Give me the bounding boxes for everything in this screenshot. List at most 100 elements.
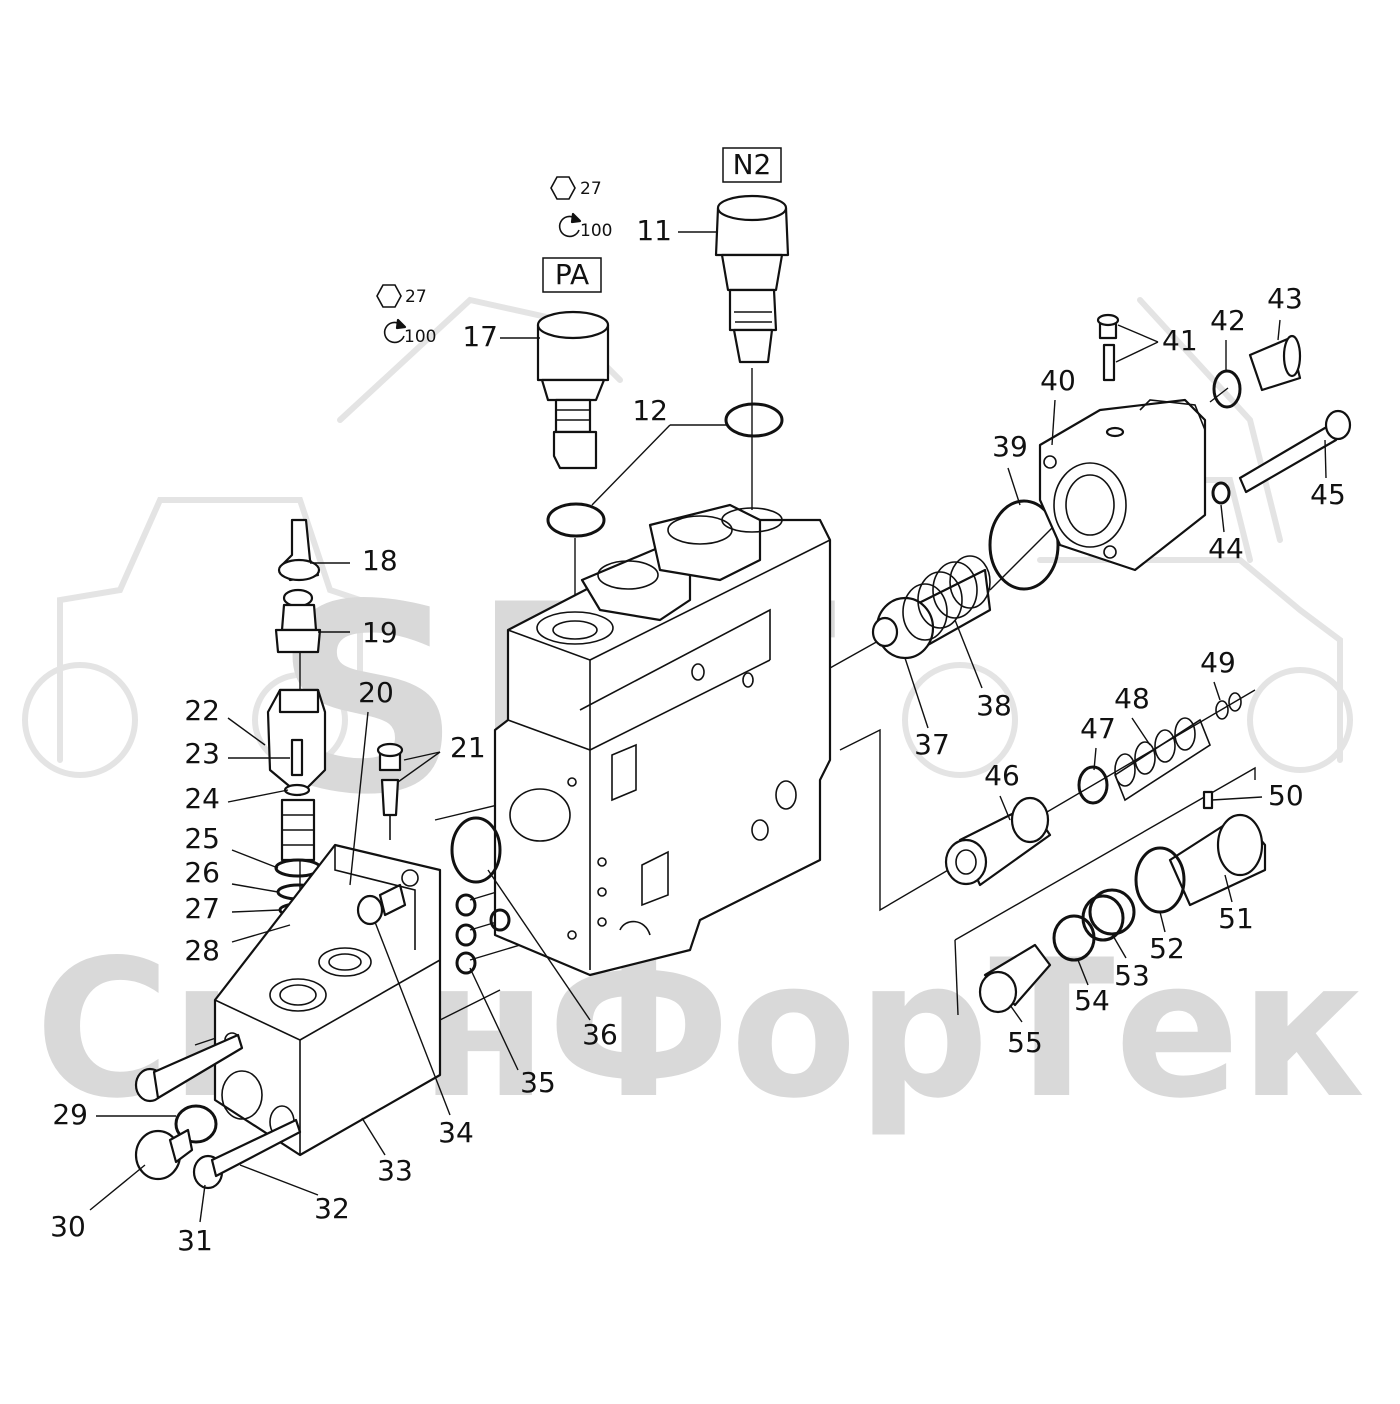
callout-leader-line — [1093, 747, 1097, 771]
callout-leader-line — [231, 883, 279, 893]
callout-leader-line — [1159, 911, 1166, 933]
callout-label: 40 — [1040, 364, 1076, 397]
callout-leader-line — [591, 424, 671, 506]
callout-label: 24 — [184, 782, 220, 815]
callout-label: 18 — [362, 544, 398, 577]
pressure-box-n2-label: N2 — [733, 148, 772, 181]
callout-leader-line — [1211, 796, 1263, 801]
callout-21: 21 — [397, 731, 486, 783]
callout-leader-line — [1213, 681, 1221, 701]
parts-46-55-spring-assembly — [944, 692, 1267, 1014]
callout-49: 49 — [1200, 646, 1236, 701]
callout-46: 46 — [984, 759, 1020, 821]
callout-leader-line — [403, 751, 441, 761]
callout-label: 41 — [1162, 324, 1198, 357]
part-11-relief-valve — [714, 194, 790, 364]
hex-size-label: 27 — [405, 287, 427, 307]
callout-40: 40 — [1040, 364, 1076, 446]
callout-label: 22 — [184, 694, 220, 727]
parts-41-45 — [1096, 313, 1352, 505]
part-17-relief-valve — [536, 310, 610, 470]
callout-leader-line — [89, 1164, 146, 1211]
callout-50: 50 — [1211, 779, 1304, 812]
callout-label: 30 — [50, 1210, 86, 1243]
callout-leader-line — [231, 909, 281, 913]
callout-38: 38 — [954, 619, 1012, 722]
pressure-box-n2: N2 — [722, 147, 782, 183]
callout-leader-line — [361, 1117, 386, 1156]
callout-20: 20 — [349, 676, 394, 886]
callout-leader-line — [1220, 504, 1225, 533]
callout-12: 12 — [591, 394, 726, 506]
torque-arrow-icon — [383, 321, 405, 344]
callout-label: 19 — [362, 616, 398, 649]
callout-34: 34 — [374, 921, 474, 1149]
callout-leader-line — [1131, 717, 1151, 746]
torque-arrow-icon — [558, 215, 580, 238]
callout-label: 53 — [1114, 959, 1150, 992]
callout-51: 51 — [1218, 874, 1254, 935]
callout-55: 55 — [1007, 1004, 1043, 1059]
callout-label: 38 — [976, 689, 1012, 722]
callout-leader-line — [231, 924, 291, 943]
callout-53: 53 — [1111, 933, 1150, 992]
cartridge-assembly-left — [266, 518, 327, 931]
callout-44: 44 — [1208, 504, 1244, 565]
callout-leader-line — [1077, 959, 1089, 986]
callout-18: 18 — [310, 544, 398, 577]
callout-label: 31 — [177, 1224, 213, 1257]
callout-label: 36 — [582, 1018, 618, 1051]
callout-leader-line — [199, 1184, 206, 1223]
callout-leader-line — [1111, 933, 1127, 959]
callout-label: 50 — [1268, 779, 1304, 812]
callout-45: 45 — [1310, 439, 1346, 511]
callout-43: 43 — [1267, 282, 1303, 341]
callout-leader-line — [469, 967, 519, 1071]
callout-leader-line — [954, 619, 983, 689]
callout-leader-line — [487, 869, 591, 1021]
callout-leader-line — [374, 921, 451, 1116]
part-37-38-spool — [871, 555, 992, 660]
callout-label: 23 — [184, 737, 220, 770]
callout-leader-line — [1007, 467, 1021, 506]
torque-label: 100 — [404, 327, 436, 347]
callout-26: 26 — [184, 856, 279, 893]
callout-label: 45 — [1310, 478, 1346, 511]
callout-label: 47 — [1080, 712, 1116, 745]
callout-11: 11 — [636, 214, 718, 247]
callout-leader-line — [397, 751, 441, 783]
callout-28: 28 — [184, 924, 291, 967]
callout-leader-line — [904, 657, 929, 729]
callout-label: 52 — [1149, 932, 1185, 965]
callout-leader-line — [999, 795, 1011, 821]
callout-27: 27 — [184, 892, 281, 925]
callout-52: 52 — [1149, 911, 1185, 965]
callout-label: 55 — [1007, 1026, 1043, 1059]
callout-label: 43 — [1267, 282, 1303, 315]
callout-label: 11 — [636, 214, 672, 247]
callout-label: 39 — [992, 430, 1028, 463]
callout-31: 31 — [177, 1184, 213, 1257]
valve-section-body — [493, 503, 832, 977]
callout-30: 30 — [50, 1164, 146, 1243]
callout-label: 48 — [1114, 682, 1150, 715]
callout-label: 35 — [520, 1066, 556, 1099]
callout-label: 12 — [632, 394, 668, 427]
callout-leader-line — [1117, 324, 1159, 343]
callout-42: 42 — [1210, 304, 1246, 372]
torque-label: 100 — [580, 221, 612, 241]
callout-label: 44 — [1208, 532, 1244, 565]
callout-leader-line — [1115, 341, 1159, 363]
part-40-cover-housing — [988, 398, 1207, 591]
callout-label: 29 — [52, 1098, 88, 1131]
callout-label: 42 — [1210, 304, 1246, 337]
callout-label: 25 — [184, 822, 220, 855]
callout-leader-line — [231, 849, 279, 869]
callout-label: 37 — [914, 728, 950, 761]
callout-24: 24 — [184, 782, 289, 815]
parts-35-36-o-rings — [450, 816, 511, 975]
callout-leader-line — [1009, 1004, 1023, 1023]
callout-leader-line — [1051, 399, 1056, 446]
callout-47: 47 — [1080, 712, 1116, 771]
